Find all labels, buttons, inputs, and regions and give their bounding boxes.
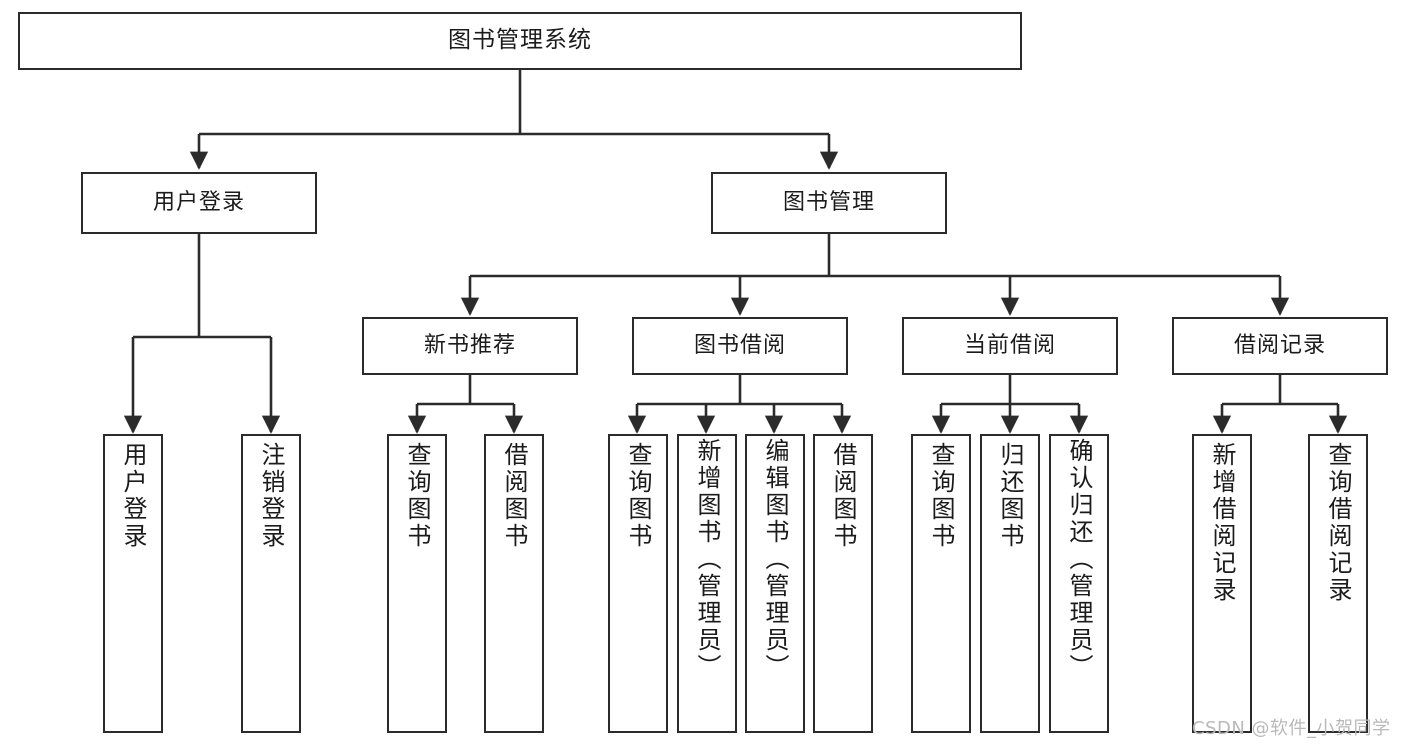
leaf-add-record[interactable]: 新增借阅记录	[1192, 434, 1252, 733]
node-root[interactable]: 图书管理系统	[18, 12, 1022, 70]
node-new-book-recommend-label: 新书推荐	[423, 333, 516, 359]
leaf-query-book-3-label: 查询图书	[927, 442, 955, 550]
leaf-user-login-label: 用户登录	[119, 442, 147, 550]
leaf-query-book-1[interactable]: 查询图书	[387, 434, 447, 733]
node-current-borrow-label: 当前借阅	[963, 333, 1056, 359]
node-root-label: 图书管理系统	[448, 27, 592, 54]
leaf-borrow-book-2-label: 借阅图书	[829, 442, 857, 550]
leaf-borrow-book-1-label: 借阅图书	[500, 442, 528, 550]
node-user-login[interactable]: 用户登录	[81, 172, 317, 234]
leaf-query-book-3[interactable]: 查询图书	[911, 434, 971, 733]
leaf-edit-book-label: 编辑图书（管理员）	[761, 438, 789, 681]
leaf-return-book[interactable]: 归还图书	[980, 434, 1040, 733]
leaf-query-record[interactable]: 查询借阅记录	[1308, 434, 1368, 733]
node-borrow-record-label: 借阅记录	[1233, 333, 1326, 359]
node-user-login-label: 用户登录	[152, 190, 245, 216]
node-book-borrow-label: 图书借阅	[693, 333, 786, 359]
leaf-add-record-label: 新增借阅记录	[1208, 442, 1236, 604]
leaf-edit-book[interactable]: 编辑图书（管理员）	[745, 434, 805, 733]
node-book-management[interactable]: 图书管理	[711, 172, 947, 234]
leaf-add-book[interactable]: 新增图书（管理员）	[677, 434, 737, 733]
node-current-borrow[interactable]: 当前借阅	[902, 317, 1118, 375]
csdn-watermark: CSDN @软件_小贺同学	[1192, 718, 1391, 739]
node-borrow-record[interactable]: 借阅记录	[1172, 317, 1388, 375]
leaf-user-logout-label: 注销登录	[257, 442, 285, 550]
leaf-query-record-label: 查询借阅记录	[1324, 442, 1352, 604]
leaf-query-book-2-label: 查询图书	[624, 442, 652, 550]
node-book-management-label: 图书管理	[782, 190, 875, 216]
leaf-user-login[interactable]: 用户登录	[103, 434, 163, 733]
leaf-query-book-1-label: 查询图书	[403, 442, 431, 550]
leaf-confirm-return-label: 确认归还（管理员）	[1065, 438, 1093, 681]
leaf-borrow-book-1[interactable]: 借阅图书	[484, 434, 544, 733]
leaf-borrow-book-2[interactable]: 借阅图书	[813, 434, 873, 733]
leaf-query-book-2[interactable]: 查询图书	[608, 434, 668, 733]
leaf-user-logout[interactable]: 注销登录	[241, 434, 301, 733]
leaf-return-book-label: 归还图书	[996, 442, 1024, 550]
node-book-borrow[interactable]: 图书借阅	[632, 317, 848, 375]
leaf-add-book-label: 新增图书（管理员）	[693, 438, 721, 681]
node-new-book-recommend[interactable]: 新书推荐	[362, 317, 578, 375]
leaf-confirm-return[interactable]: 确认归还（管理员）	[1049, 434, 1109, 733]
